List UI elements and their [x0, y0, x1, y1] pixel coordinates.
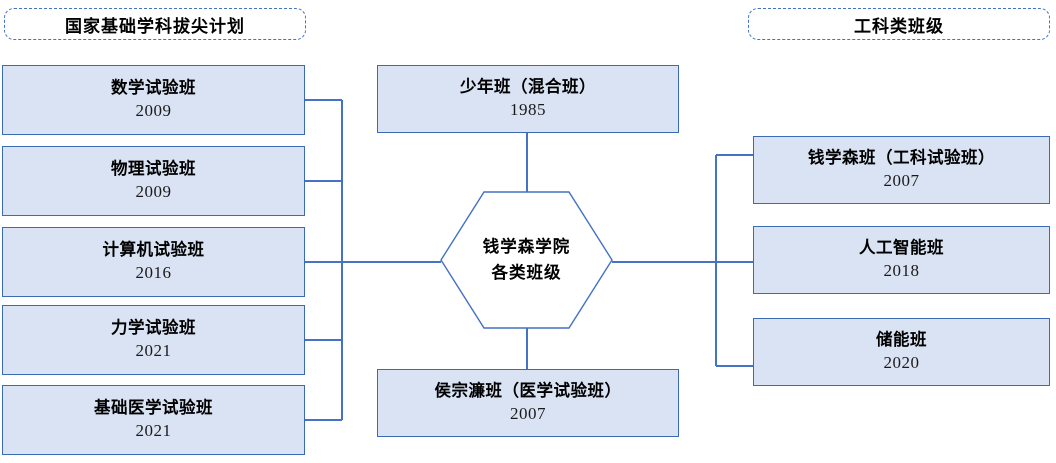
node-year: 2021 — [135, 420, 172, 440]
node-name: 力学试验班 — [111, 318, 196, 338]
node-year: 2007 — [510, 403, 546, 423]
node-box-center-bottom[interactable]: 侯宗濂班（医学试验班） 2007 — [377, 369, 679, 437]
node-year: 2021 — [135, 340, 172, 360]
node-box-right-1[interactable]: 钱学森班（工科试验班） 2007 — [753, 136, 1050, 204]
node-name: 少年班（混合班） — [460, 77, 596, 97]
node-name: 计算机试验班 — [102, 240, 205, 260]
hub-text-group: 钱学森学院 各类班级 — [440, 191, 613, 329]
node-box-right-3[interactable]: 储能班 2020 — [753, 318, 1050, 386]
node-name: 人工智能班 — [859, 238, 944, 258]
hub-line-2: 各类班级 — [491, 263, 562, 282]
node-year: 2009 — [135, 100, 172, 120]
node-name: 储能班 — [876, 330, 927, 350]
node-name: 物理试验班 — [111, 159, 196, 179]
title-left-label: 国家基础学科拔尖计划 — [65, 16, 245, 36]
node-name: 钱学森班（工科试验班） — [808, 148, 995, 168]
node-box-center-top[interactable]: 少年班（混合班） 1985 — [377, 65, 679, 133]
node-year: 2007 — [883, 170, 920, 190]
title-capsule-left: 国家基础学科拔尖计划 — [4, 8, 306, 40]
node-name: 侯宗濂班（医学试验班） — [434, 381, 622, 401]
node-year: 2016 — [135, 262, 172, 282]
node-box-left-5[interactable]: 基础医学试验班 2021 — [2, 385, 305, 455]
hub-line-1: 钱学森学院 — [482, 236, 571, 256]
node-year: 1985 — [510, 99, 546, 119]
hub-hexagon[interactable]: 钱学森学院 各类班级 — [440, 191, 613, 329]
title-right-label: 工科类班级 — [854, 16, 944, 36]
node-year: 2018 — [883, 260, 920, 280]
node-name: 数学试验班 — [111, 78, 196, 98]
hexagon-shape — [440, 191, 613, 329]
node-name: 基础医学试验班 — [94, 398, 213, 418]
title-capsule-right: 工科类班级 — [748, 8, 1050, 40]
node-box-left-3[interactable]: 计算机试验班 2016 — [2, 227, 305, 297]
node-box-right-2[interactable]: 人工智能班 2018 — [753, 226, 1050, 294]
node-box-left-4[interactable]: 力学试验班 2021 — [2, 305, 305, 375]
node-year: 2020 — [883, 352, 920, 372]
node-box-left-2[interactable]: 物理试验班 2009 — [2, 146, 305, 216]
node-box-left-1[interactable]: 数学试验班 2009 — [2, 65, 305, 135]
node-year: 2009 — [135, 181, 172, 201]
